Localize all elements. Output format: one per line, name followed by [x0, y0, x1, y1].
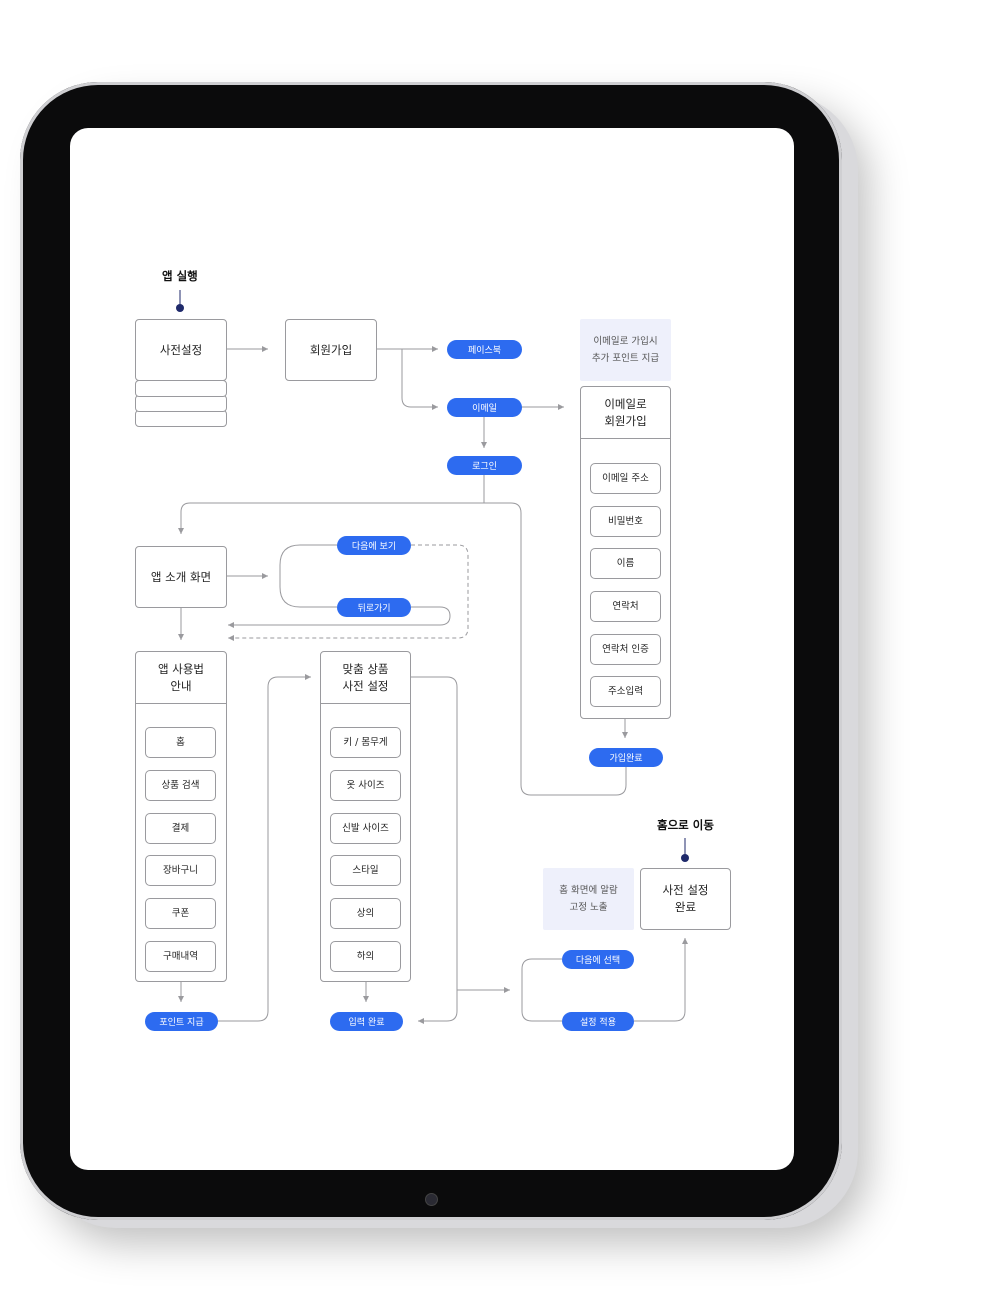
setup-box[interactable]: 사전설정 — [135, 319, 227, 381]
tablet-screen — [70, 128, 794, 1170]
end-dot — [681, 854, 689, 862]
note-line: 고정 노출 — [569, 902, 608, 913]
setup-stack-layer-3 — [135, 410, 227, 427]
custom-item-height-weight[interactable]: 키 / 몸무게 — [330, 727, 401, 758]
field-password[interactable]: 비밀번호 — [590, 506, 661, 537]
guide-item-orders[interactable]: 구매내역 — [145, 941, 216, 972]
later-pill[interactable]: 다음에 보기 — [337, 536, 411, 555]
custom-item-top[interactable]: 상의 — [330, 898, 401, 929]
input-done-pill[interactable]: 입력 완료 — [330, 1012, 403, 1031]
note-line: 추가 포인트 지급 — [591, 353, 660, 364]
title-line: 앱 사용법 — [158, 661, 204, 676]
custom-item-clothes-size[interactable]: 옷 사이즈 — [330, 770, 401, 801]
apply-pill[interactable]: 설정 적용 — [562, 1012, 634, 1031]
signup-box[interactable]: 회원가입 — [285, 319, 377, 381]
login-pill[interactable]: 로그인 — [447, 456, 522, 475]
field-name[interactable]: 이름 — [590, 548, 661, 579]
guide-item-payment[interactable]: 결제 — [145, 813, 216, 844]
title-line: 맞춤 상품 — [342, 661, 389, 676]
setup-stack-layer-1 — [135, 380, 227, 397]
guide-item-coupon[interactable]: 쿠폰 — [145, 898, 216, 929]
guide-item-cart[interactable]: 장바구니 — [145, 855, 216, 886]
note-line: 홈 화면에 알람 — [559, 885, 618, 896]
signup-done-pill[interactable]: 가입완료 — [589, 748, 663, 767]
title-line: 이메일로 — [604, 396, 647, 411]
custom-item-shoe-size[interactable]: 신발 사이즈 — [330, 813, 401, 844]
start-label: 앱 실행 — [162, 269, 198, 283]
choose-later-pill[interactable]: 다음에 선택 — [562, 950, 634, 969]
custom-item-bottom[interactable]: 하의 — [330, 941, 401, 972]
box-line: 완료 — [674, 900, 697, 914]
box-line: 사전 설정 — [662, 883, 709, 897]
note-line: 이메일로 가입시 — [593, 336, 658, 347]
field-phone[interactable]: 연락처 — [590, 591, 661, 622]
email-pill[interactable]: 이메일 — [447, 398, 522, 417]
intro-box[interactable]: 앱 소개 화면 — [135, 546, 227, 608]
guide-item-home[interactable]: 홈 — [145, 727, 216, 758]
end-label: 홈으로 이동 — [657, 818, 714, 832]
camera-icon — [425, 1193, 438, 1206]
back-pill[interactable]: 뒤로가기 — [337, 598, 411, 617]
field-email-address[interactable]: 이메일 주소 — [590, 463, 661, 494]
guide-item-search[interactable]: 상품 검색 — [145, 770, 216, 801]
facebook-pill[interactable]: 페이스북 — [447, 340, 522, 359]
field-phone-verify[interactable]: 연락처 인증 — [590, 634, 661, 665]
title-line: 안내 — [170, 678, 192, 693]
start-dot — [176, 304, 184, 312]
setup-stack-layer-2 — [135, 395, 227, 412]
field-address[interactable]: 주소입력 — [590, 676, 661, 707]
points-pill[interactable]: 포인트 지급 — [145, 1012, 218, 1031]
title-line: 회원가입 — [604, 413, 647, 428]
title-line: 사전 설정 — [342, 678, 389, 693]
custom-item-style[interactable]: 스타일 — [330, 855, 401, 886]
